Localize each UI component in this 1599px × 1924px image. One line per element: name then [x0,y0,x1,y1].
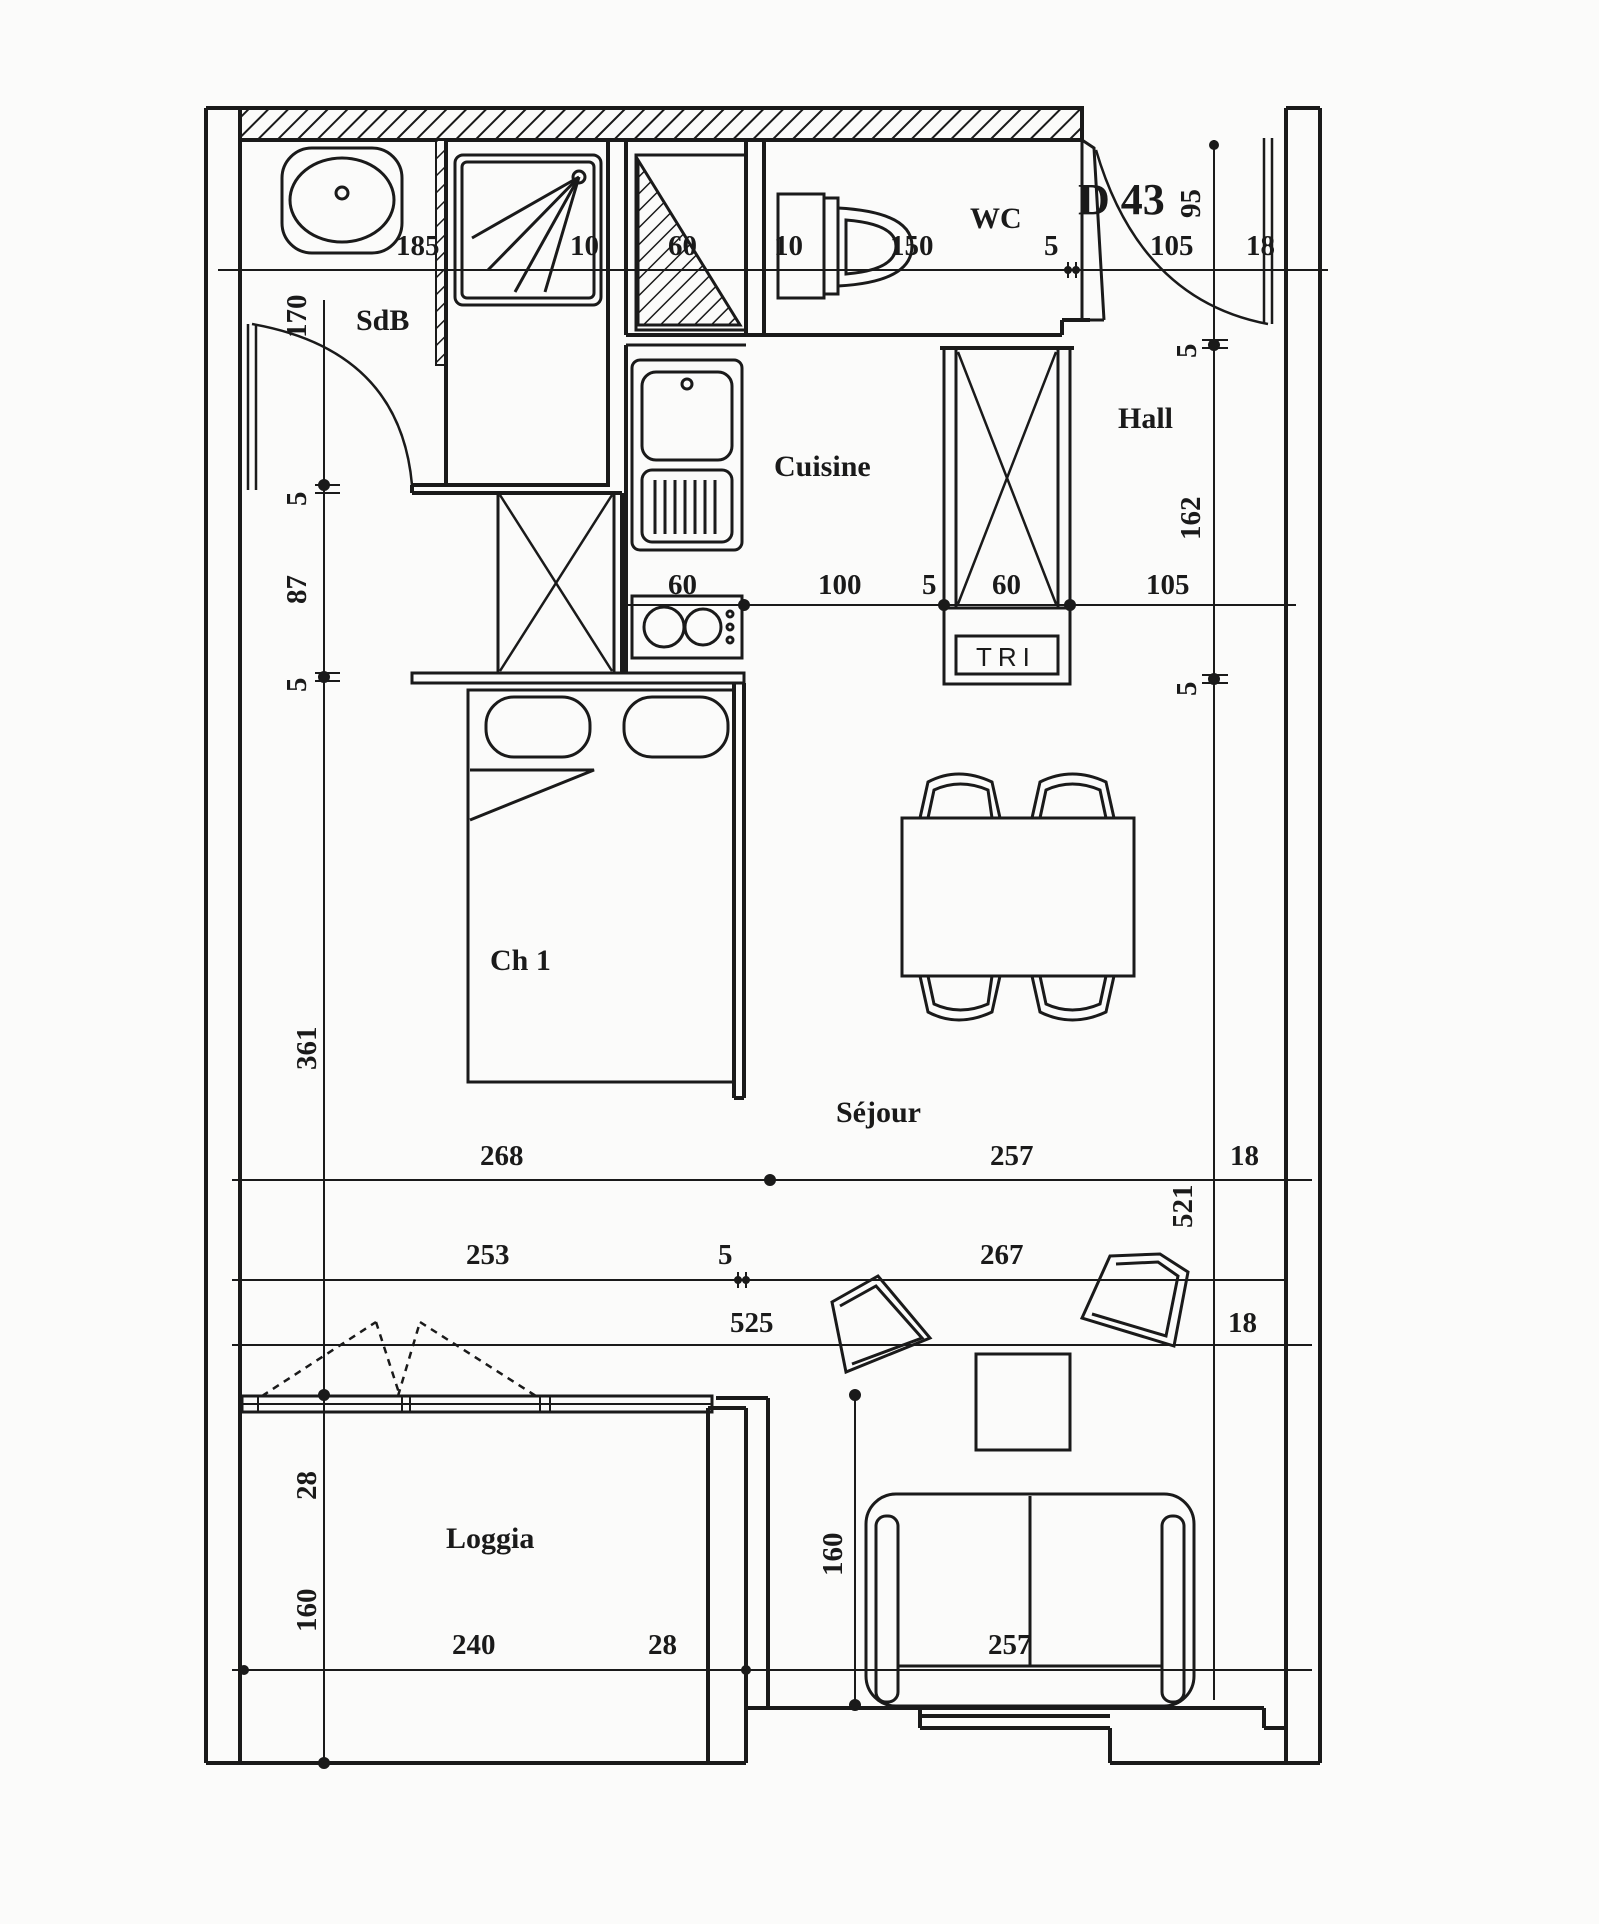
room-label-sdb: SdB [356,304,409,337]
dim-kitchen-4: 60 [992,569,1021,601]
interior-partitions [410,138,1106,1100]
dim-loggia-3: 257 [988,1629,1032,1661]
dim-loggia-2: 28 [648,1629,677,1661]
shower-tray [453,153,603,307]
armchair-left [830,1274,933,1375]
dimension-labels: 185 10 60 10 150 5 105 18 95 170 5 87 5 … [281,189,1275,1661]
dim-loggia-v2: 160 [291,1589,323,1633]
cooktop [630,594,744,660]
toilet [776,192,914,300]
dim-left-1: 170 [281,295,313,339]
kitchen-sink [630,358,744,552]
room-label-sejour: Séjour [836,1096,921,1129]
outer-walls [204,106,1322,1765]
dim-loggia-v1: 28 [291,1471,323,1500]
washbasin [280,146,404,255]
dim-top-3: 60 [668,230,697,262]
dim-left-4: 5 [281,678,313,693]
dim-top-8: 18 [1246,230,1275,262]
dim-right-4: 521 [1167,1185,1199,1229]
coffee-table [974,1352,1072,1452]
tri-label: TRI [976,642,1036,672]
sofa [864,1492,1196,1708]
room-label-hall: Hall [1118,402,1173,435]
room-labels: SdB WC D 43 Cuisine Hall Ch 1 Séjour Log… [356,175,1173,1555]
dim-sejour1-2: 257 [990,1140,1034,1172]
dim-kitchen-2: 100 [818,569,862,601]
dim-right-3: 5 [1171,682,1203,697]
dim-kitchen-5: 105 [1146,569,1190,601]
dim-sofa-vertical: 160 [817,1533,849,1577]
dim-sejour1-1: 268 [480,1140,524,1172]
dim-kitchen-3: 5 [922,569,937,601]
dim-right-2: 162 [1175,497,1207,541]
dim-top-right-vertical: 95 [1175,189,1207,218]
dim-right-18b: 18 [1228,1307,1257,1339]
door-swings [246,138,1274,1398]
dim-top-4: 10 [774,230,803,262]
dim-sejour2-3: 267 [980,1239,1024,1271]
bed [466,688,736,1084]
room-label-ch1: Ch 1 [490,944,551,977]
dim-sejour2-2: 5 [718,1239,733,1271]
room-label-loggia: Loggia [446,1522,534,1555]
dim-right-1: 5 [1171,344,1203,359]
dim-left-3: 87 [281,575,313,604]
dim-top-7: 105 [1150,230,1194,262]
fixtures [280,146,1196,1708]
dim-top-2: 10 [570,230,599,262]
room-label-cuisine: Cuisine [774,450,871,483]
dim-total-width: 525 [730,1307,774,1339]
dim-kitchen-1: 60 [668,569,697,601]
dim-top-5: 150 [890,230,934,262]
dim-sejour2-1: 253 [466,1239,510,1271]
unit-id: D 43 [1078,175,1165,224]
dimension-lines [218,140,1328,1769]
dim-top-1: 185 [396,230,440,262]
dim-loggia-1: 240 [452,1629,496,1661]
dim-left-2: 5 [281,492,313,507]
dim-sejour1-3: 18 [1230,1140,1259,1172]
dining-table [900,772,1136,1022]
room-label-wc: WC [970,202,1022,235]
dim-top-6: 5 [1044,230,1059,262]
armchair-right [1079,1252,1190,1348]
dim-left-5: 361 [291,1027,323,1071]
